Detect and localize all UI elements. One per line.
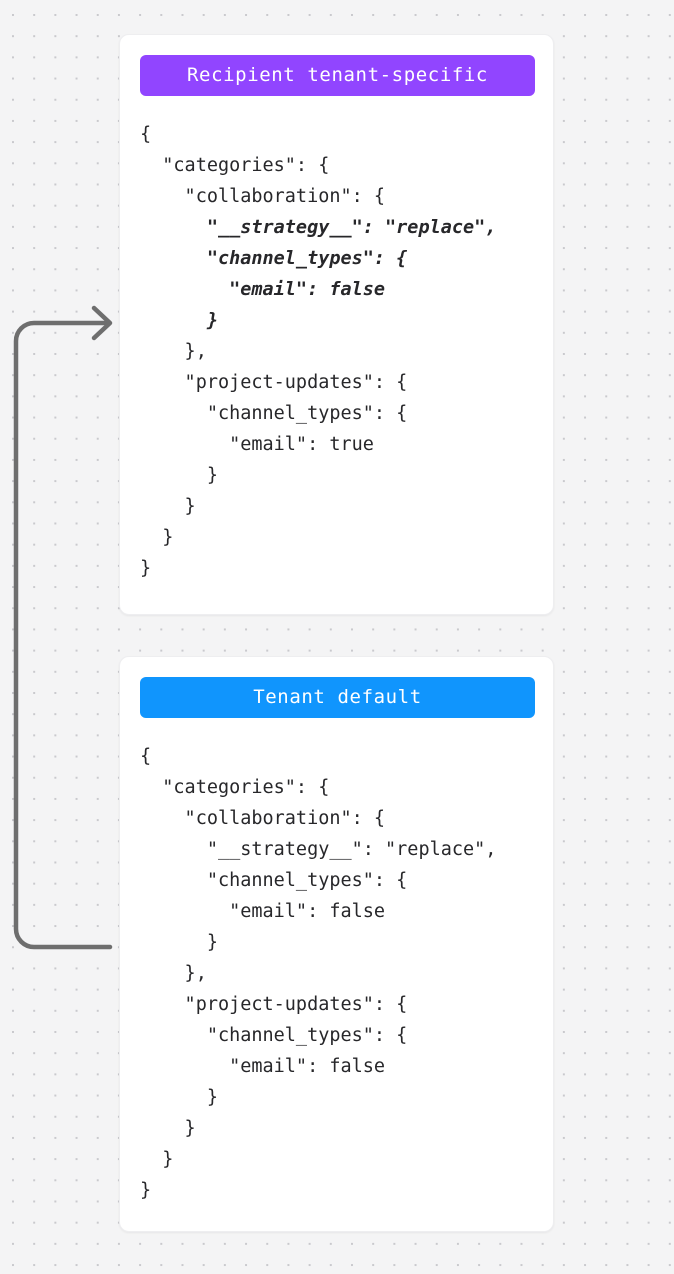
code-line: "collaboration": { bbox=[140, 808, 386, 829]
code-line: "categories": { bbox=[140, 777, 330, 798]
recipient-json-code: { "categories": { "collaboration": { "__… bbox=[140, 119, 533, 584]
arrow-head-icon bbox=[91, 305, 113, 341]
code-line: } bbox=[140, 1087, 218, 1108]
inheritance-arrow bbox=[13, 305, 113, 950]
code-line: } bbox=[140, 310, 218, 331]
arrow-path bbox=[13, 320, 113, 950]
code-line: } bbox=[140, 1149, 174, 1170]
code-line: } bbox=[140, 1118, 196, 1139]
code-line: "categories": { bbox=[140, 155, 330, 176]
code-line: } bbox=[140, 558, 152, 579]
code-line: "email": true bbox=[140, 434, 374, 455]
code-line: }, bbox=[140, 341, 207, 362]
recipient-tenant-specific-card: Recipient tenant-specific { "categories"… bbox=[119, 34, 554, 615]
code-line: } bbox=[140, 1180, 152, 1201]
code-line: } bbox=[140, 527, 174, 548]
code-line: "email": false bbox=[140, 901, 386, 922]
code-line: } bbox=[140, 932, 218, 953]
code-line: { bbox=[140, 746, 152, 767]
code-line: "email": false bbox=[140, 279, 386, 300]
code-line: "channel_types": { bbox=[140, 403, 408, 424]
code-line: "email": false bbox=[140, 1056, 386, 1077]
code-line: }, bbox=[140, 963, 207, 984]
code-line: "channel_types": { bbox=[140, 248, 408, 269]
tenant-default-card: Tenant default { "categories": { "collab… bbox=[119, 656, 554, 1232]
tenant-default-json-code: { "categories": { "collaboration": { "__… bbox=[140, 741, 533, 1206]
code-line: "channel_types": { bbox=[140, 1025, 408, 1046]
tenant-default-badge: Tenant default bbox=[140, 677, 535, 718]
code-line: "project-updates": { bbox=[140, 994, 408, 1015]
code-line: "collaboration": { bbox=[140, 186, 386, 207]
code-line: "__strategy__": "replace", bbox=[140, 217, 497, 238]
recipient-badge: Recipient tenant-specific bbox=[140, 55, 535, 96]
code-line: "project-updates": { bbox=[140, 372, 408, 393]
code-line: { bbox=[140, 124, 152, 145]
code-line: } bbox=[140, 496, 196, 517]
code-line: } bbox=[140, 465, 218, 486]
code-line: "channel_types": { bbox=[140, 870, 408, 891]
code-line: "__strategy__": "replace", bbox=[140, 839, 497, 860]
